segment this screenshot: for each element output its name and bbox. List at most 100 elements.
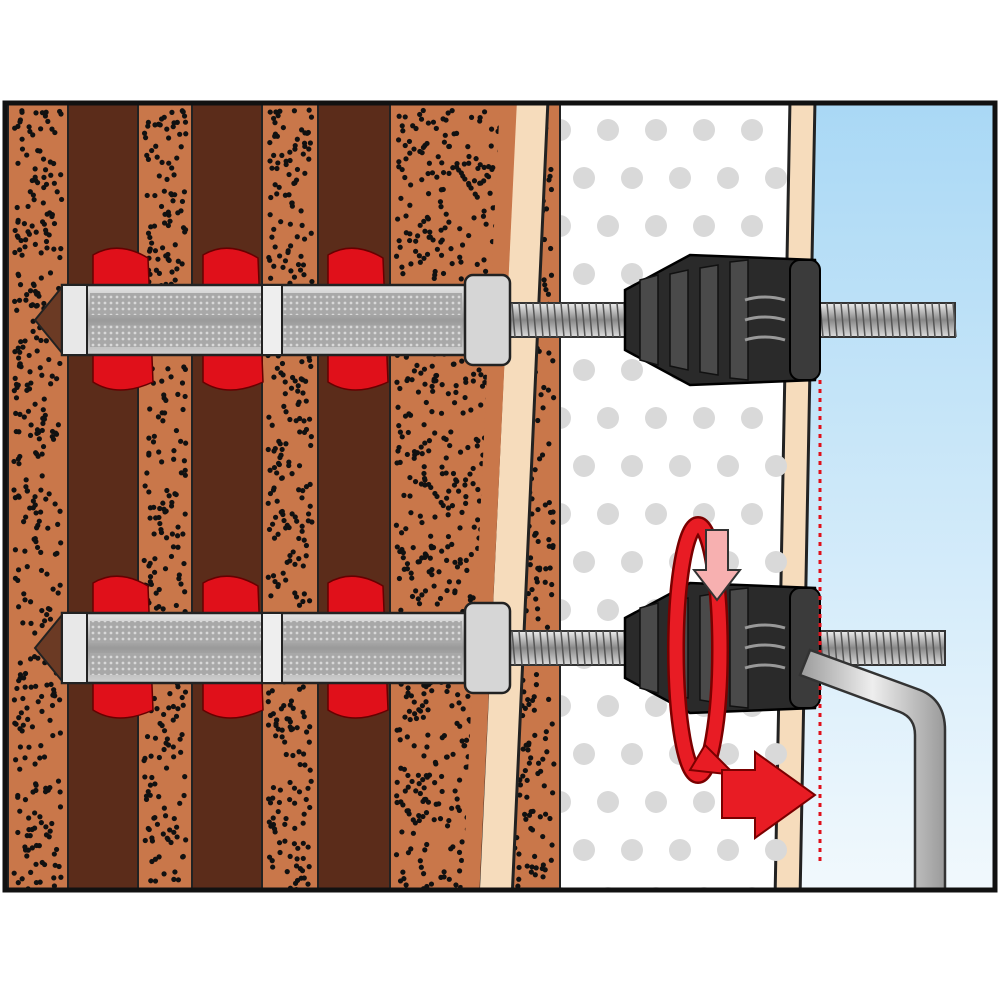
brick-pore bbox=[535, 565, 541, 572]
brick-pore bbox=[15, 794, 21, 800]
brick-pore bbox=[543, 287, 549, 293]
brick-pore bbox=[275, 531, 281, 537]
brick-pore bbox=[161, 392, 167, 398]
brick-pore bbox=[549, 581, 555, 588]
brick-pore bbox=[39, 427, 45, 434]
brick-pore bbox=[163, 765, 170, 771]
brick-pore bbox=[23, 484, 29, 490]
brick-pore bbox=[404, 377, 410, 384]
brick-pore bbox=[278, 219, 284, 225]
brick-pore bbox=[46, 834, 52, 840]
brick-pore bbox=[22, 338, 28, 344]
sleeve-collar bbox=[463, 601, 512, 695]
brick-pore bbox=[488, 143, 494, 149]
brick-pore bbox=[418, 864, 424, 870]
brick-pore bbox=[460, 410, 466, 416]
brick-pore bbox=[434, 174, 440, 180]
brick-pore bbox=[291, 841, 297, 847]
brick-pore bbox=[435, 154, 441, 160]
brick-pore bbox=[58, 246, 64, 252]
brick-pore bbox=[402, 413, 409, 419]
insulation-dot bbox=[765, 743, 787, 765]
brick-pore bbox=[477, 118, 483, 124]
brick-pore bbox=[266, 690, 272, 696]
brick-pore bbox=[43, 109, 49, 115]
brick-pore bbox=[405, 850, 412, 856]
brick-pore bbox=[287, 149, 293, 155]
brick-pore bbox=[34, 525, 40, 531]
brick-pore bbox=[450, 361, 456, 367]
brick-pore bbox=[39, 451, 45, 457]
brick-pore bbox=[55, 422, 61, 428]
brick-pore bbox=[21, 591, 27, 597]
brick-pore bbox=[149, 858, 155, 865]
brick-pore bbox=[24, 564, 30, 570]
thread bbox=[525, 630, 530, 666]
brick-pore bbox=[149, 147, 155, 154]
brick-pore bbox=[529, 586, 535, 593]
brick-pore bbox=[41, 618, 48, 624]
thread bbox=[924, 302, 929, 338]
brick-pore bbox=[529, 864, 535, 870]
brick-pore bbox=[289, 471, 295, 477]
brick-pore bbox=[550, 358, 556, 364]
brick-pore bbox=[49, 702, 56, 709]
brick-pore bbox=[12, 125, 18, 131]
brick-pore bbox=[38, 820, 44, 826]
thread bbox=[945, 302, 950, 338]
brick-pore bbox=[532, 853, 538, 860]
brick-pore bbox=[295, 383, 301, 389]
brick-pore bbox=[426, 160, 432, 166]
sleeve-collar bbox=[463, 273, 512, 367]
brick-pore bbox=[296, 556, 302, 562]
brick-pore bbox=[532, 530, 539, 537]
brick-pore bbox=[438, 499, 444, 506]
brick-pore bbox=[427, 555, 433, 561]
brick-pore bbox=[33, 110, 39, 116]
brick-pore bbox=[294, 725, 300, 731]
brick-pore bbox=[279, 734, 285, 740]
brick-pore bbox=[161, 728, 168, 734]
brick-pore bbox=[181, 189, 188, 195]
brick-pore bbox=[177, 800, 183, 806]
brick-pore bbox=[39, 708, 45, 714]
thread bbox=[931, 302, 936, 338]
brick-pore bbox=[403, 526, 409, 532]
brick-pore bbox=[52, 862, 58, 868]
brick-pore bbox=[57, 697, 63, 703]
brick-pore bbox=[443, 455, 449, 461]
insulation-dot bbox=[765, 839, 787, 861]
brick-pore bbox=[26, 352, 32, 359]
brick-pore bbox=[405, 685, 411, 691]
brick-pore bbox=[433, 373, 439, 379]
thread bbox=[826, 302, 831, 338]
brick-pore bbox=[156, 173, 162, 179]
brick-pore bbox=[548, 272, 555, 278]
thread bbox=[581, 630, 586, 666]
brick-pore bbox=[440, 169, 447, 176]
brick-pore bbox=[401, 566, 407, 572]
brick-pore bbox=[13, 410, 19, 417]
insulation-dot bbox=[717, 167, 739, 189]
brick-pore bbox=[166, 493, 172, 499]
brick-pore bbox=[152, 735, 159, 741]
brick-pore bbox=[547, 815, 553, 822]
brick-pore bbox=[305, 511, 312, 517]
brick-pore bbox=[27, 128, 33, 135]
brick-pore bbox=[57, 508, 63, 514]
thread bbox=[595, 302, 600, 338]
brick-pore bbox=[462, 743, 468, 749]
brick-pore bbox=[419, 519, 425, 526]
brick-pore bbox=[170, 717, 176, 723]
brick-pore bbox=[298, 208, 304, 214]
brick-pore bbox=[304, 130, 310, 136]
brick-pore bbox=[21, 414, 27, 420]
brick-pore bbox=[439, 788, 445, 795]
brick-pore bbox=[171, 456, 177, 462]
brick-pore bbox=[41, 416, 48, 422]
perforated-brick-wall bbox=[7, 104, 561, 889]
brick-pore bbox=[306, 598, 313, 604]
brick-pore bbox=[164, 126, 170, 132]
thread bbox=[896, 302, 901, 338]
